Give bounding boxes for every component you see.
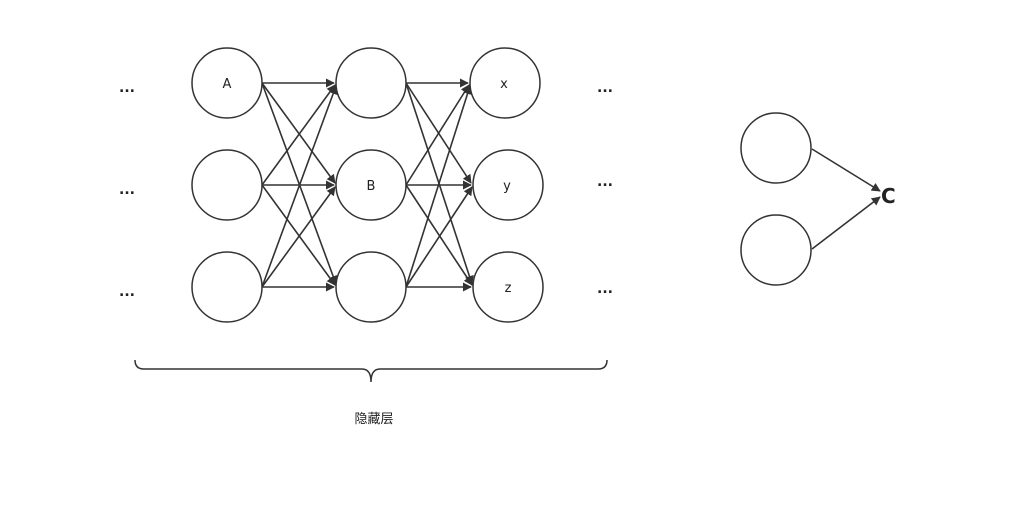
ellipsis-right-bottom: ... bbox=[597, 281, 613, 297]
ellipsis-right-middle: ... bbox=[597, 174, 613, 190]
node-y-label: y bbox=[503, 179, 511, 194]
edges-layer2-to-layer3 bbox=[405, 78, 474, 292]
edge-a-to-h3 bbox=[261, 82, 338, 285]
edge-small-bottom-to-c bbox=[811, 196, 881, 250]
edge-b-to-z bbox=[405, 184, 473, 286]
edge-h3-to-x bbox=[405, 85, 472, 288]
ellipsis-left-middle: ... bbox=[119, 182, 135, 198]
edge-n3-to-b bbox=[261, 186, 336, 288]
edge-small-top-to-c bbox=[811, 148, 881, 192]
node-z-label: z bbox=[505, 281, 512, 296]
hidden-layer-brace bbox=[134, 359, 608, 383]
node-z bbox=[472, 251, 544, 323]
node-layer1-middle bbox=[191, 149, 263, 221]
ellipsis-right-top: ... bbox=[597, 80, 613, 96]
node-layer2-bottom bbox=[335, 251, 407, 323]
node-a bbox=[191, 47, 263, 119]
node-y bbox=[472, 149, 544, 221]
layer-1: A bbox=[191, 47, 263, 323]
node-b-label: B bbox=[367, 179, 376, 194]
node-small-top bbox=[740, 112, 812, 184]
ellipsis-markers: ... ... ... ... ... ... bbox=[119, 80, 613, 300]
edge-n2-to-h3 bbox=[261, 184, 336, 286]
edges-layer1-to-layer2 bbox=[261, 78, 338, 292]
node-x bbox=[469, 47, 541, 119]
ellipsis-left-top: ... bbox=[119, 80, 135, 96]
node-a-label: A bbox=[223, 77, 232, 92]
hidden-layer-caption: 隐藏层 bbox=[354, 412, 393, 427]
edge-a-to-b bbox=[261, 82, 336, 184]
layer-2: B bbox=[335, 47, 407, 323]
small-network: C bbox=[740, 112, 896, 286]
edge-n2-to-h1 bbox=[261, 84, 336, 186]
edge-n3-to-h1 bbox=[261, 85, 338, 288]
edge-b-to-x bbox=[405, 84, 470, 186]
edge-h3-to-y bbox=[405, 186, 473, 288]
layer-3: x y z bbox=[469, 47, 544, 323]
node-small-bottom bbox=[740, 214, 812, 286]
node-x-label: x bbox=[500, 77, 508, 92]
ellipsis-left-bottom: ... bbox=[119, 284, 135, 300]
node-c-label: C bbox=[881, 184, 896, 208]
node-layer2-top bbox=[335, 47, 407, 119]
node-b bbox=[335, 149, 407, 221]
node-layer1-bottom bbox=[191, 251, 263, 323]
